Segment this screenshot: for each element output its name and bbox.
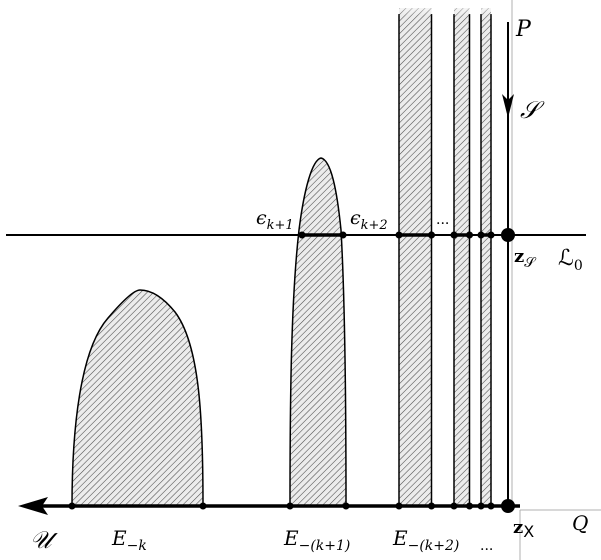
label-e-minus-k-plus-1: E−(k+1) xyxy=(283,526,350,554)
dots-axis xyxy=(68,499,515,513)
label-q: Q xyxy=(572,511,588,535)
label-e-minus-k-plus-2: E−(k+2) xyxy=(392,526,459,554)
label-e-minus-k: E−k xyxy=(111,526,147,554)
label-z-x: zX xyxy=(513,517,534,541)
strip-edges xyxy=(398,14,492,506)
strip-3 xyxy=(481,8,491,506)
label-l0: ℒ0 xyxy=(558,246,583,274)
strip-2 xyxy=(454,8,470,506)
strip-1 xyxy=(399,8,432,506)
label-eps-k1: ϵk+1 xyxy=(256,207,294,233)
label-eps-k2: ϵk+2 xyxy=(350,207,388,233)
label-p: P xyxy=(515,17,532,42)
arrow-s xyxy=(502,94,514,118)
axis-arrow-left xyxy=(18,497,48,515)
label-dots-bottom: ... xyxy=(480,538,493,554)
region-e-minus-k xyxy=(71,289,204,507)
region-e-minus-k-plus-1 xyxy=(289,157,347,507)
label-u: 𝒰 xyxy=(30,526,58,554)
strip-fade xyxy=(396,0,496,16)
label-z-s: z𝒮 xyxy=(514,246,537,271)
dots-l0 xyxy=(298,228,515,242)
label-s: 𝒮 xyxy=(520,96,545,124)
label-dots-top: ... xyxy=(436,212,449,228)
